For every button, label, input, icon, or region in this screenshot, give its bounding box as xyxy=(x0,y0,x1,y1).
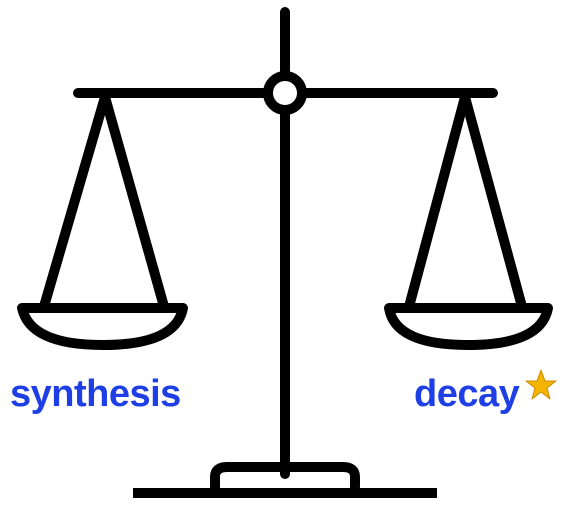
scale-base xyxy=(133,488,437,498)
scale-pivot xyxy=(268,76,302,110)
left-pan xyxy=(22,308,183,345)
right-hanger xyxy=(410,97,521,303)
star-icon xyxy=(524,368,558,402)
synthesis-label: synthesis xyxy=(10,375,181,413)
decay-label: decay xyxy=(414,375,519,413)
left-hanger xyxy=(45,97,163,303)
right-pan xyxy=(389,308,548,345)
